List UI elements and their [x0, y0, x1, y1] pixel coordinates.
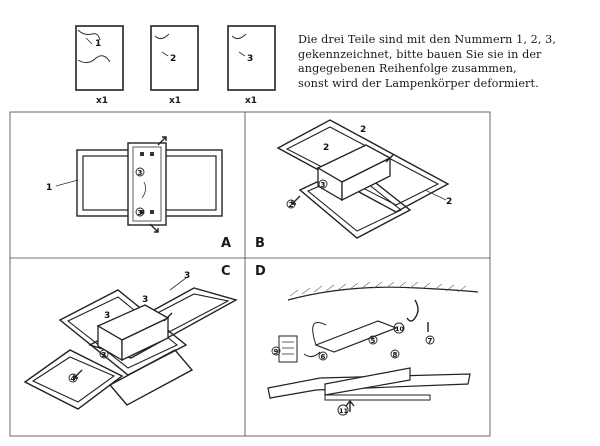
part-2-number: 2	[170, 54, 176, 64]
panel-c-callout-2: 3	[142, 295, 148, 305]
panel-b-callout-3: 3	[321, 181, 326, 189]
part-tag-1: 1	[75, 25, 124, 91]
panel-grid	[9, 111, 491, 437]
part-2-quantity: x1	[168, 96, 182, 106]
step-b-label: B	[255, 236, 265, 251]
panel-a-callout-3: 3	[138, 209, 143, 217]
panel-d-callout-6: 5	[371, 337, 376, 345]
panel-b-callout-4: 2	[289, 201, 294, 209]
instruction-line-3: angegebenen Reihenfolge zusammen,	[298, 62, 517, 76]
part-1-number: 1	[95, 39, 101, 49]
part-3-quantity: x1	[244, 96, 258, 106]
panel-d-drawing: 10 7 8 9 6 5 11	[267, 281, 479, 416]
panel-d-callout-3: 8	[393, 351, 398, 359]
panel-a-callout-1: 1	[46, 183, 52, 193]
panel-d-callout-5: 6	[321, 353, 326, 361]
panel-d-callout-1: 10	[395, 325, 405, 333]
instruction-line-2: gekennzeichnet, bitte bauen Sie sie in d…	[298, 47, 542, 61]
panel-a-drawing: 1 3 3	[46, 136, 223, 233]
panel-d-callout-2: 7	[428, 337, 433, 345]
panel-b-drawing: 2 2 3 2 2	[276, 119, 452, 239]
assembly-instructions: Die drei Teile sind mit den Nummern 1, 2…	[298, 33, 594, 91]
step-c-label: C	[221, 264, 231, 279]
panel-d-callout-7: 11	[339, 407, 349, 415]
panel-d-callout-4: 9	[274, 348, 279, 356]
step-d-label: D	[255, 264, 266, 279]
part-3-number: 3	[247, 54, 253, 64]
part-tag-2: 2	[150, 25, 199, 91]
panel-b-callout-5: 2	[446, 197, 452, 207]
panel-b-callout-1: 2	[360, 125, 366, 135]
step-a-label: A	[221, 236, 232, 251]
panel-a-callout-2: 3	[138, 169, 143, 177]
part-1-quantity: x1	[95, 96, 109, 106]
panel-c-drawing: 3 3 3 3 4	[23, 271, 238, 410]
part-tag-3: 3	[227, 25, 276, 91]
instruction-line-4: sonst wird der Lampenkörper deformiert.	[298, 76, 539, 90]
panel-c-callout-3: 3	[104, 311, 110, 321]
instruction-line-1: Die drei Teile sind mit den Nummern 1, 2…	[298, 33, 557, 46]
panel-b-callout-2: 2	[323, 143, 329, 153]
panel-c-callout-4: 3	[102, 351, 107, 359]
panel-c-callout-5: 4	[71, 375, 76, 383]
panel-c-callout-1: 3	[184, 271, 190, 281]
